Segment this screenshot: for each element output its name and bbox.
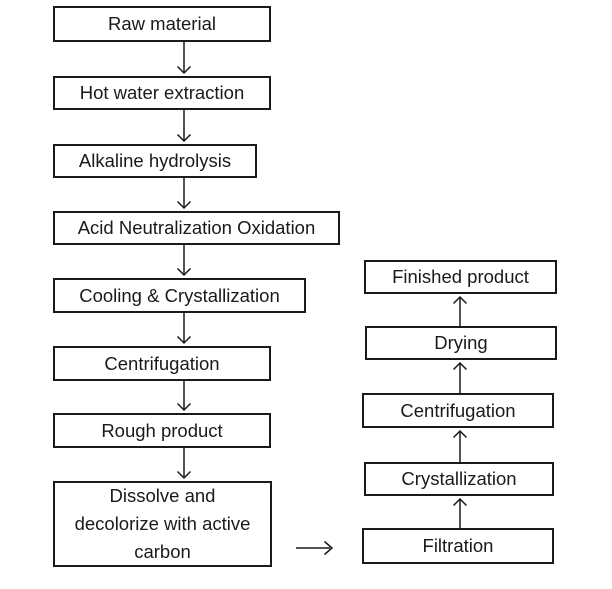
arrow-acid-neutralization-to-cooling-crystallization [176, 245, 192, 277]
arrow-hot-water-extraction-to-alkaline-hydrolysis [176, 110, 192, 143]
arrow-drying-to-finished-product [452, 295, 468, 326]
arrow-cooling-crystallization-to-centrifugation [176, 313, 192, 345]
node-filtration: Filtration [362, 528, 554, 564]
arrow-dissolve-to-filtration [296, 540, 334, 556]
node-rough-product: Rough product [53, 413, 271, 448]
node-centrifugation-right: Centrifugation [362, 393, 554, 428]
node-acid-neutralization-oxidation: Acid Neutralization Oxidation [53, 211, 340, 245]
node-crystallization: Crystallization [364, 462, 554, 496]
arrow-rough-product-to-dissolve [176, 448, 192, 480]
arrow-crystallization-to-centrifugation [452, 429, 468, 462]
node-centrifugation-left: Centrifugation [53, 346, 271, 381]
arrow-alkaline-hydrolysis-to-acid-neutralization [176, 178, 192, 210]
node-hot-water-extraction: Hot water extraction [53, 76, 271, 110]
node-cooling-crystallization: Cooling & Crystallization [53, 278, 306, 313]
node-alkaline-hydrolysis: Alkaline hydrolysis [53, 144, 257, 178]
arrow-centrifugation-to-drying [452, 361, 468, 393]
arrow-filtration-to-crystallization [452, 497, 468, 528]
arrow-raw-material-to-hot-water-extraction [176, 42, 192, 75]
node-raw-material: Raw material [53, 6, 271, 42]
node-dissolve-decolorize: Dissolve and decolorize with active carb… [53, 481, 272, 567]
arrow-centrifugation-to-rough-product [176, 381, 192, 412]
node-drying: Drying [365, 326, 557, 360]
node-finished-product: Finished product [364, 260, 557, 294]
